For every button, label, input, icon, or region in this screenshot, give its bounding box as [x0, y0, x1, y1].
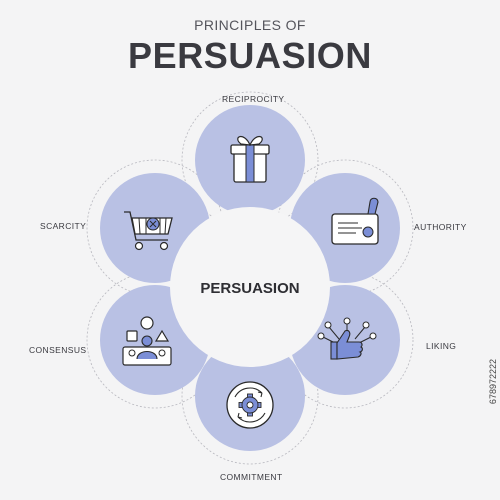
diagram-subtitle: PRINCIPLES OF — [194, 17, 306, 33]
label-liking: LIKING — [426, 341, 457, 351]
label-consensus: CONSENSUS — [29, 345, 87, 355]
gear-cycle-icon — [226, 381, 274, 429]
gift-icon — [230, 136, 270, 183]
side-id-text: 678972222 — [488, 358, 498, 404]
label-scarcity: SCARCITY — [40, 221, 87, 231]
diagram-title: PERSUASION — [127, 35, 373, 76]
group-consensus-icon — [122, 316, 172, 366]
center-label: PERSUASION — [200, 280, 299, 297]
certificate-icon — [331, 197, 379, 245]
thumbs-up-icon — [317, 317, 377, 360]
center-circle — [170, 207, 330, 367]
label-commitment: COMMITMENT — [220, 472, 283, 482]
shopping-cart-icon — [124, 211, 173, 251]
label-reciprocity: RECIPROCITY — [222, 94, 285, 104]
label-authority: AUTHORITY — [414, 222, 467, 232]
